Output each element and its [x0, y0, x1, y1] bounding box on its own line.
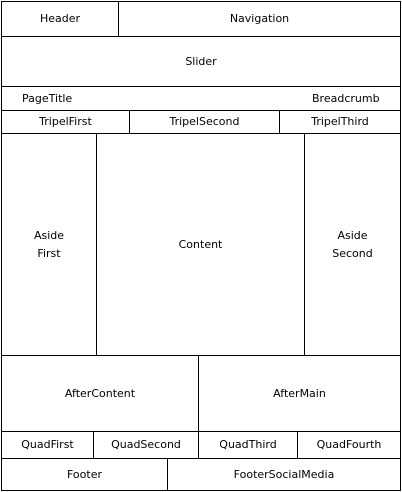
quad-second-region: QuadSecond: [93, 431, 199, 459]
content-region: Content: [96, 133, 305, 356]
slider-region: Slider: [1, 36, 401, 87]
tripel-second-region: TripelSecond: [129, 110, 280, 134]
header-label: Header: [39, 12, 81, 25]
aside-second-label: Aside Second: [332, 228, 373, 260]
footer-region: Footer: [1, 458, 168, 491]
quad-third-region: QuadThird: [198, 431, 298, 459]
after-content-region: AfterContent: [1, 355, 199, 432]
page-title-label: PageTitle: [22, 92, 73, 105]
quad-fourth-region: QuadFourth: [297, 431, 401, 459]
content-label: Content: [178, 237, 223, 251]
tripel-third-label: TripelThird: [311, 115, 369, 128]
quad-third-label: QuadThird: [219, 438, 277, 451]
after-main-label: AfterMain: [273, 386, 326, 400]
header-region: Header: [1, 1, 119, 37]
aside-first-region: Aside First: [1, 133, 97, 356]
after-content-label: AfterContent: [64, 386, 136, 400]
aside-second-region: Aside Second: [304, 133, 401, 356]
quad-first-region: QuadFirst: [1, 431, 94, 459]
footer-label: Footer: [67, 467, 102, 481]
aside-first-label: Aside First: [33, 228, 65, 260]
slider-label: Slider: [185, 54, 217, 68]
footer-social-media-label: FooterSocialMedia: [233, 467, 335, 481]
tripel-first-label: TripelFirst: [39, 115, 92, 128]
breadcrumb-label: Breadcrumb: [312, 92, 380, 105]
quad-first-label: QuadFirst: [21, 438, 74, 451]
tripel-first-region: TripelFirst: [1, 110, 130, 134]
quad-second-label: QuadSecond: [111, 438, 181, 451]
quad-fourth-label: QuadFourth: [316, 438, 382, 451]
tripel-second-label: TripelSecond: [169, 115, 240, 128]
navigation-label: Navigation: [229, 12, 290, 25]
tripel-third-region: TripelThird: [279, 110, 401, 134]
